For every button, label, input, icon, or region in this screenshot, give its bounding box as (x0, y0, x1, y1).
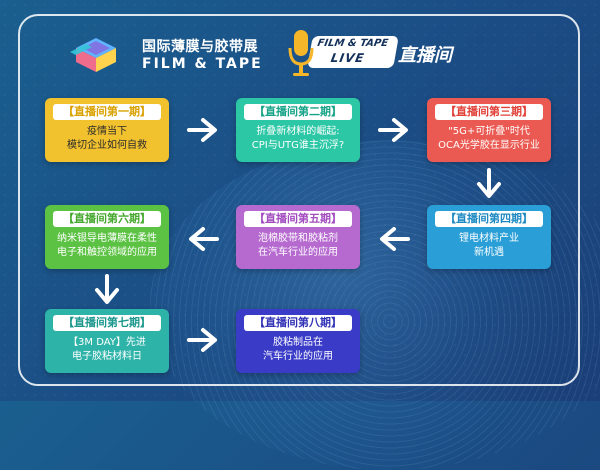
microphone-icon (288, 30, 314, 76)
episode-text: 胶粘制品在 汽车行业的应用 (240, 336, 356, 364)
episode-text: "5G+可折叠"时代 OCA光学胶在显示行业 (431, 125, 547, 153)
episode-card-6: 【直播间第六期】 纳米银导电薄膜在柔性 电子和触控领域的应用 (45, 205, 169, 269)
film-tape-logo: 国际薄膜与胶带展 FILM & TAPE (68, 30, 268, 75)
brand-name-cn: 国际薄膜与胶带展 (142, 39, 258, 55)
episode-label: 【直播间第六期】 (53, 211, 161, 227)
episode-card-4: 【直播间第四期】 锂电材料产业 新机遇 (427, 205, 551, 269)
episode-line2: 在汽车行业的应用 (258, 247, 338, 258)
arrow-down-icon (95, 274, 119, 304)
episode-line2: 汽车行业的应用 (263, 351, 333, 362)
episode-card-8: 【直播间第八期】 胶粘制品在 汽车行业的应用 (236, 309, 360, 373)
episode-card-7: 【直播间第七期】 【3M DAY】先进 电子胶粘材料日 (45, 309, 169, 373)
episode-card-1: 【直播间第一期】 疫情当下 模切企业如何自救 (45, 98, 169, 162)
episode-label: 【直播间第八期】 (244, 315, 352, 331)
episode-line2: 电子胶粘材料日 (72, 351, 142, 362)
episode-line2: 新机遇 (474, 247, 504, 258)
arrow-down-icon (477, 168, 501, 198)
episode-label: 【直播间第一期】 (53, 104, 161, 120)
episode-text: 泡棉胶带和胶粘剂 在汽车行业的应用 (240, 232, 356, 260)
episode-label: 【直播间第三期】 (435, 104, 543, 120)
episode-text: 疫情当下 模切企业如何自救 (49, 125, 165, 153)
episode-label: 【直播间第四期】 (435, 211, 543, 227)
episode-line1: 【3M DAY】先进 (68, 337, 146, 348)
episode-line2: 模切企业如何自救 (67, 140, 147, 151)
live-badge-line2: LIVE (329, 51, 366, 65)
arrow-right-icon (378, 118, 408, 142)
episode-line1: "5G+可折叠"时代 (448, 126, 530, 137)
live-title: 直播间 (398, 45, 452, 66)
episode-text: 折叠新材料的崛起: CPI与UTG谁主沉浮? (240, 125, 356, 153)
episode-label: 【直播间第七期】 (53, 315, 161, 331)
episode-text: 纳米银导电薄膜在柔性 电子和触控领域的应用 (49, 232, 165, 260)
episode-line1: 泡棉胶带和胶粘剂 (258, 233, 338, 244)
film-tape-cube-icon (70, 38, 116, 72)
episode-label: 【直播间第二期】 (244, 104, 352, 120)
episode-line2: 电子和触控领域的应用 (57, 247, 157, 258)
episode-card-5: 【直播间第五期】 泡棉胶带和胶粘剂 在汽车行业的应用 (236, 205, 360, 269)
arrow-right-icon (187, 328, 217, 352)
arrow-right-icon (187, 118, 217, 142)
brand-name-en: FILM & TAPE (142, 56, 263, 72)
episode-line1: 折叠新材料的崛起: (256, 126, 340, 137)
arrow-left-icon (380, 227, 410, 251)
content-frame (18, 14, 580, 386)
live-badge-line1: FILM & TAPE (316, 38, 389, 49)
live-logo: FILM & TAPE LIVE 直播间 (286, 26, 466, 81)
episode-label: 【直播间第五期】 (244, 211, 352, 227)
episode-card-2: 【直播间第二期】 折叠新材料的崛起: CPI与UTG谁主沉浮? (236, 98, 360, 162)
arrow-left-icon (189, 227, 219, 251)
episode-line2: CPI与UTG谁主沉浮? (251, 140, 345, 151)
episode-text: 锂电材料产业 新机遇 (431, 232, 547, 260)
episode-text: 【3M DAY】先进 电子胶粘材料日 (49, 336, 165, 364)
episode-card-3: 【直播间第三期】 "5G+可折叠"时代 OCA光学胶在显示行业 (427, 98, 551, 162)
episode-line1: 锂电材料产业 (459, 233, 519, 244)
episode-line1: 纳米银导电薄膜在柔性 (57, 233, 157, 244)
live-badge: FILM & TAPE LIVE (307, 36, 399, 68)
episode-line2: OCA光学胶在显示行业 (438, 140, 540, 151)
episode-line1: 疫情当下 (87, 126, 127, 137)
episode-line1: 胶粘制品在 (273, 337, 323, 348)
